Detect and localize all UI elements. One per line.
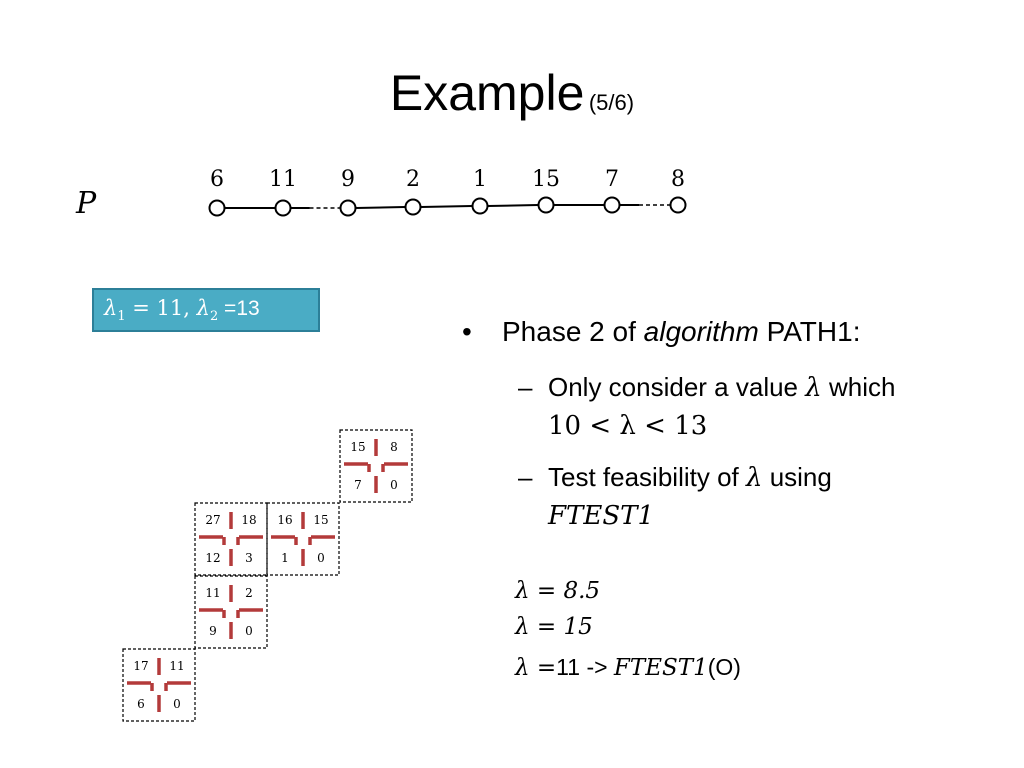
path-node-label: 1 (473, 167, 487, 192)
grid-cell-value: 0 (173, 697, 181, 711)
sub-bullet-test: –Test feasibility of λ using FTEST1 (518, 458, 832, 535)
path-node-label: 7 (605, 167, 619, 192)
path-node (537, 196, 555, 214)
path-node (669, 196, 687, 214)
grid-cell-value: 1 (281, 551, 289, 565)
grid-cell-value: 12 (205, 551, 220, 565)
path-node-label: 9 (341, 167, 355, 192)
path-diagram: 6 11 9 2 1 15 7 8 (208, 167, 687, 217)
path-node-label: 8 (671, 167, 685, 192)
sub1-inequality: 10 < λ < 13 (548, 411, 708, 441)
path-node (274, 199, 292, 217)
lambda-test-2: λ = 15 (515, 614, 593, 640)
grid-cell-border (122, 648, 196, 722)
path-edge (355, 206, 406, 209)
sub2-text-pre: Test feasibility of (548, 462, 746, 492)
grid-cell-value: 15 (313, 513, 328, 527)
lambda-test-3-lhs: λ = (515, 655, 557, 681)
lambda-values-box: λ1 = 11, λ2 =13 (92, 288, 320, 332)
grid-cell-border (339, 429, 413, 503)
grid-cell-value: 0 (390, 478, 398, 492)
sub1-text-pre: Only consider a value (548, 372, 806, 402)
grid-cell-value: 11 (169, 659, 184, 673)
grid-cell: 15 8 7 0 (339, 429, 413, 503)
sub1-text-post: which (821, 372, 896, 402)
grid-cell-value: 17 (133, 659, 148, 673)
grid-cell-value: 16 (277, 513, 292, 527)
grid-cell-value: 18 (241, 513, 256, 527)
path-node (603, 196, 621, 214)
grid-cell-value: 2 (245, 586, 253, 600)
path-node (339, 199, 357, 217)
sub1-lambda: λ (805, 373, 822, 403)
slide-title: Example (5/6) (0, 64, 1024, 122)
path-node-label: 11 (269, 167, 297, 192)
sub2-lambda: λ (745, 463, 763, 493)
lambda2-subscript: 2 (209, 309, 219, 325)
grid-cell: 11 2 9 0 (194, 575, 268, 649)
grid-cell-value: 7 (354, 478, 362, 492)
path-node-label: 6 (210, 167, 224, 192)
lambda-test-3: λ =11 -> FTEST1(O) (515, 654, 741, 681)
grid-cell-border (194, 575, 268, 649)
title-page-indicator: (5/6) (588, 90, 635, 115)
grid-cell-value: 8 (390, 440, 398, 454)
grid-cell: 16 15 1 0 (266, 502, 340, 576)
grid-cell-border (266, 502, 340, 576)
grid-cell-value: 27 (205, 513, 220, 527)
grid-cell-value: 11 (205, 586, 220, 600)
lambda2-symbol: λ (196, 296, 210, 320)
lambda1-subscript: 1 (117, 309, 126, 325)
grid-cell-value: 0 (245, 624, 253, 638)
bullet-phase2: • Phase 2 of algorithm PATH1: (462, 316, 860, 348)
title-text: Example (389, 65, 585, 121)
sub2-ftest: FTEST1 (548, 501, 655, 531)
lambda-test-3-result: (O) (707, 654, 741, 680)
path-edge (420, 205, 473, 208)
path-node (208, 199, 226, 217)
dash-icon: – (518, 372, 533, 402)
path-node (471, 197, 489, 215)
path-node (404, 198, 422, 216)
dash-icon: – (518, 462, 533, 492)
path-node-label: 2 (406, 167, 420, 192)
lambda-test-3-arrow: 11 -> (556, 654, 614, 680)
bullet-dot-icon: • (462, 316, 472, 347)
path-edge (487, 204, 539, 207)
grid-cell-value: 3 (245, 551, 253, 565)
lambda2-value: =13 (218, 297, 260, 320)
lambda-test-1: λ = 8.5 (515, 578, 601, 604)
grid-cell-value: 9 (209, 624, 217, 638)
sub-bullet-consider: –Only consider a value λ which 10 < λ < … (518, 368, 895, 445)
path-label: P (76, 186, 97, 221)
lambda-test-3-ftest: FTEST1 (613, 655, 708, 681)
grid-cell-value: 0 (317, 551, 325, 565)
grid-cell: 27 18 12 3 (194, 502, 268, 576)
bullet-text-italic: algorithm (643, 316, 759, 347)
grid-cell-value: 6 (137, 697, 145, 711)
bullet-text-pre: Phase 2 of (502, 316, 644, 347)
bullet-text-post: PATH1: (758, 316, 861, 347)
path-node-label: 15 (532, 167, 560, 192)
grid-cell-value: 15 (350, 440, 365, 454)
grid-cell: 17 11 6 0 (122, 648, 196, 722)
sub2-text-post: using (762, 462, 832, 492)
lambda1-symbol: λ (104, 296, 118, 320)
lambda1-value: = 11, (125, 296, 197, 320)
